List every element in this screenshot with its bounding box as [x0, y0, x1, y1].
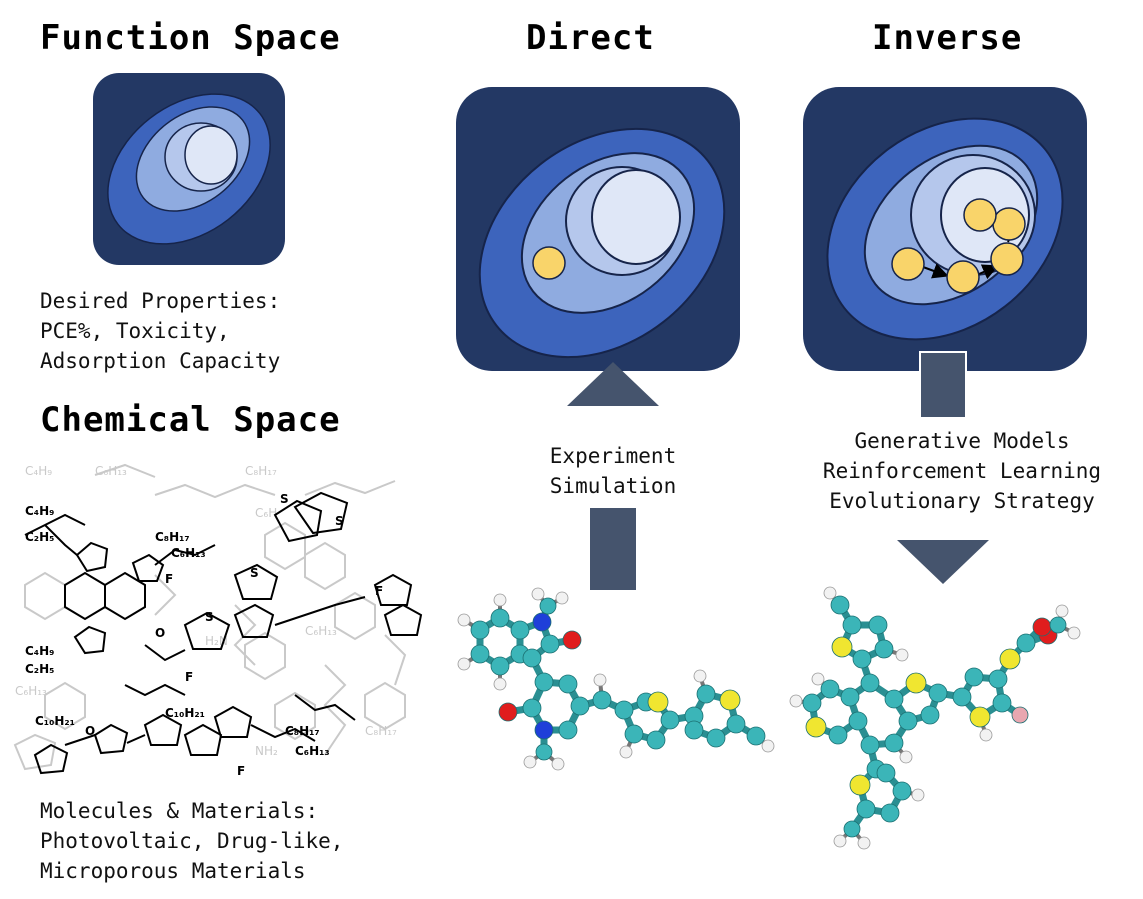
- svg-text:F: F: [165, 572, 173, 586]
- svg-text:C₈H₁₇: C₈H₁₇: [365, 724, 397, 738]
- inverse-methods-text: Generative Models Reinforcement Learning…: [822, 429, 1102, 513]
- function-space-panel: [93, 73, 285, 265]
- candidate-marker: [891, 247, 925, 281]
- svg-text:S: S: [335, 514, 344, 528]
- direct-arrow-shaft: [590, 508, 636, 590]
- direct-up-arrow: [567, 362, 659, 406]
- svg-text:C₆H₁₃: C₆H₁₃: [305, 624, 337, 638]
- svg-text:C₆H₁₃: C₆H₁₃: [15, 684, 47, 698]
- svg-text:C₆H: C₆H: [255, 506, 277, 520]
- molecules-materials-text: Molecules & Materials: Photovoltaic, Dru…: [40, 799, 344, 883]
- svg-text:S: S: [250, 566, 259, 580]
- svg-text:F: F: [237, 764, 245, 778]
- svg-text:C₁₀H₂₁: C₁₀H₂₁: [35, 714, 75, 728]
- candidate-marker: [963, 198, 997, 232]
- candidate-marker: [990, 242, 1024, 276]
- svg-text:C₂H₅: C₂H₅: [25, 662, 54, 676]
- inverse-panel: [803, 87, 1087, 371]
- chemical-space-heading: Chemical Space: [40, 400, 341, 440]
- svg-text:C₆H₁₃: C₆H₁₃: [171, 546, 206, 560]
- candidate-marker: [992, 207, 1026, 241]
- chemical-structure-drawing: C₄H₉ C₆H₁₃ C₈H₁₇ C₆H C₆H₁₃ C₆H₁₃ C₈H₁₇ N…: [13, 463, 423, 778]
- inverse-molecule-model: [789, 586, 1081, 850]
- svg-text:C₄H₉: C₄H₉: [25, 464, 52, 478]
- candidate-marker: [946, 260, 980, 294]
- direct-heading: Direct: [526, 18, 655, 58]
- svg-text:O: O: [85, 724, 95, 738]
- svg-text:C₄H₉: C₄H₉: [25, 644, 54, 658]
- svg-text:F: F: [375, 584, 383, 598]
- candidate-marker: [532, 246, 566, 280]
- svg-text:C₈H₁₇: C₈H₁₇: [155, 530, 190, 544]
- svg-text:C₆H₁₃: C₆H₁₃: [95, 464, 127, 478]
- inverse-heading: Inverse: [872, 18, 1023, 58]
- direct-panel: [456, 87, 740, 371]
- svg-text:NH₂: NH₂: [255, 744, 278, 758]
- svg-text:C₁₀H₂₁: C₁₀H₂₁: [165, 706, 205, 720]
- inverse-arrow-shaft: [919, 351, 967, 419]
- direct-methods-text: Experiment Simulation: [549, 444, 677, 498]
- function-space-heading: Function Space: [40, 18, 341, 58]
- inverse-down-arrow: [897, 540, 989, 584]
- svg-text:C₈H₁₇: C₈H₁₇: [285, 724, 320, 738]
- svg-text:C₆H₁₃: C₆H₁₃: [295, 744, 330, 758]
- svg-text:O: O: [155, 626, 165, 640]
- svg-text:C₂H₅: C₂H₅: [25, 530, 54, 544]
- svg-text:C₈H₁₇: C₈H₁₇: [245, 464, 277, 478]
- svg-text:F: F: [185, 670, 193, 684]
- svg-text:S: S: [280, 492, 289, 506]
- svg-text:C₄H₉: C₄H₉: [25, 504, 54, 518]
- svg-text:S: S: [205, 610, 214, 624]
- desired-properties-text: Desired Properties: PCE%, Toxicity, Adso…: [40, 289, 281, 373]
- direct-molecule-model: [457, 587, 775, 771]
